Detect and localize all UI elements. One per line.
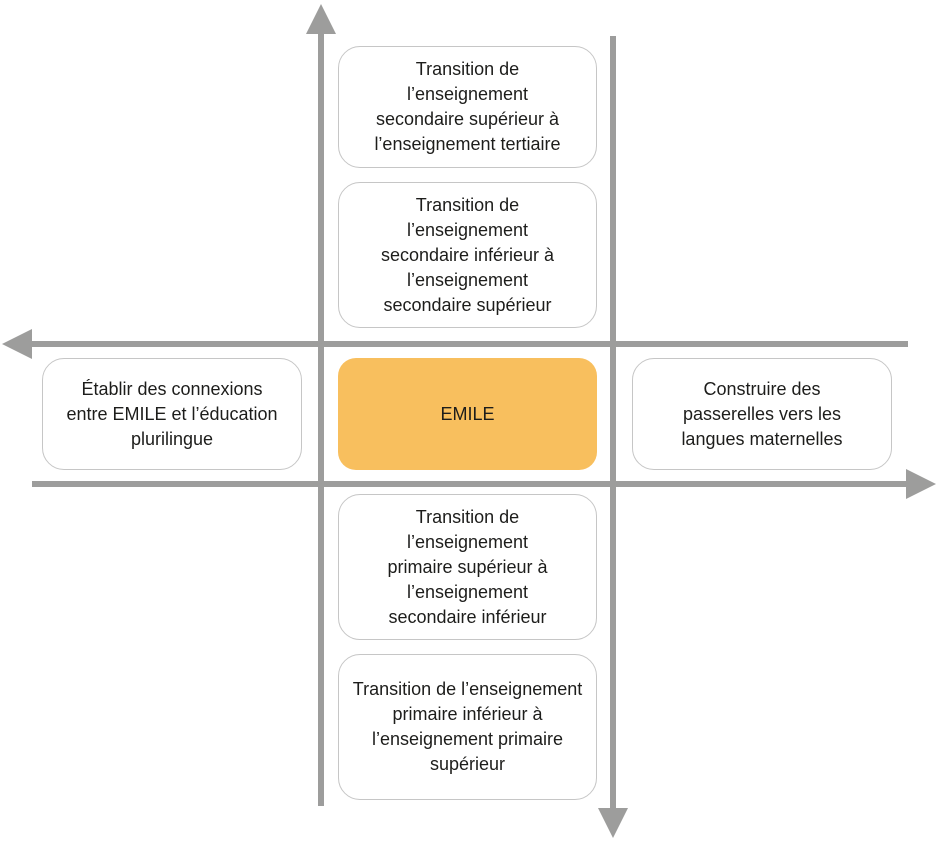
center-emile: EMILE: [338, 358, 597, 470]
box-lower-to-upper-secondary-label: Transition de l’enseignement secondaire …: [380, 194, 555, 315]
box-lower-to-upper-primary-label: Transition de l’enseignement primaire in…: [352, 679, 583, 774]
box-mother-tongues: Construire des passerelles vers les lang…: [632, 358, 892, 470]
center-emile-label: EMILE: [440, 403, 495, 424]
box-upper-secondary-to-tertiary-label: Transition de l’enseignement secondaire …: [374, 59, 561, 154]
box-lower-to-upper-primary: Transition de l’enseignement primaire in…: [338, 654, 597, 800]
box-lower-to-upper-secondary: Transition de l’enseignement secondaire …: [338, 182, 597, 328]
box-plurilingual-education-label: Établir des connexions entre EMILE et l’…: [66, 378, 278, 449]
box-mother-tongues-label: Construire des passerelles vers les lang…: [681, 378, 843, 449]
box-upper-secondary-to-tertiary: Transition de l’enseignement secondaire …: [338, 46, 597, 168]
box-upper-primary-to-lower-secondary: Transition de l’enseignement primaire su…: [338, 494, 597, 640]
box-upper-primary-to-lower-secondary-label: Transition de l’enseignement primaire su…: [387, 506, 548, 627]
box-plurilingual-education: Établir des connexions entre EMILE et l’…: [42, 358, 302, 470]
